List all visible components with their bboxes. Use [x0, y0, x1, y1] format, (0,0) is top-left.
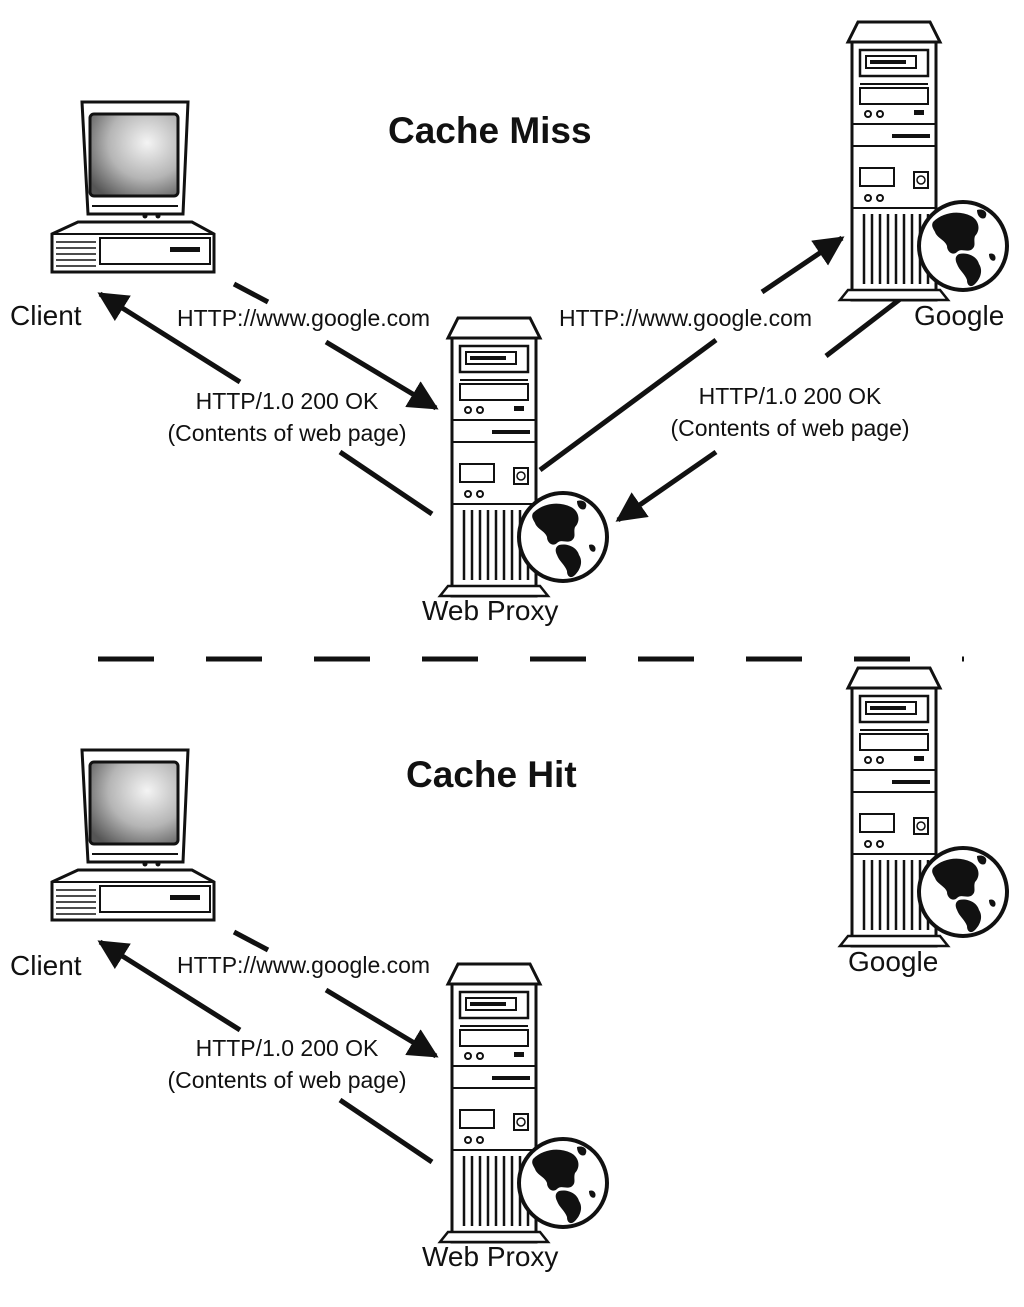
request-arrow — [324, 987, 439, 1059]
google-globe-icon — [917, 846, 1009, 938]
server-response-arrow — [615, 449, 718, 523]
request-to-proxy-label: HTTP://www.google.com — [177, 952, 431, 978]
response-body-text: (Contents of web page) — [167, 1067, 407, 1093]
forward-request-arrow — [760, 235, 845, 295]
client-label: Client — [10, 300, 82, 331]
request-to-server-label: HTTP://www.google.com — [559, 305, 813, 331]
request-arrow-line — [232, 281, 270, 305]
response-status-text: HTTP/1.0 200 OK — [698, 383, 882, 409]
client-label: Client — [10, 950, 82, 981]
google-label: Google — [848, 946, 939, 977]
forward-request-line — [538, 337, 718, 473]
proxy-globe-icon — [517, 1137, 609, 1229]
response-body-text: (Contents of web page) — [167, 420, 407, 446]
request-to-proxy-label: HTTP://www.google.com — [177, 305, 431, 331]
request-arrow — [324, 339, 439, 411]
response-arrow — [97, 939, 242, 1033]
client-computer-icon — [50, 748, 216, 922]
response-status-text: HTTP/1.0 200 OK — [195, 1035, 379, 1061]
request-arrow-line — [232, 929, 270, 953]
google-label: Google — [914, 300, 1005, 331]
proxy-globe-icon — [517, 491, 609, 583]
response-status-text: HTTP/1.0 200 OK — [195, 388, 379, 414]
response-to-client-label: HTTP/1.0 200 OK (Contents of web page) — [162, 385, 412, 449]
response-body-text: (Contents of web page) — [670, 415, 910, 441]
response-from-server-label: HTTP/1.0 200 OK (Contents of web page) — [665, 380, 915, 444]
cache-miss-title: Cache Miss — [388, 110, 592, 151]
response-to-client-label: HTTP/1.0 200 OK (Contents of web page) — [162, 1032, 412, 1096]
cache-hit-title: Cache Hit — [406, 754, 577, 795]
proxy-label: Web Proxy — [422, 1241, 559, 1272]
client-computer-icon — [50, 100, 216, 274]
proxy-label: Web Proxy — [422, 595, 559, 626]
response-arrow-line — [338, 1097, 434, 1165]
response-arrow — [97, 291, 242, 385]
google-globe-icon — [917, 200, 1009, 292]
response-arrow-line — [338, 449, 434, 517]
